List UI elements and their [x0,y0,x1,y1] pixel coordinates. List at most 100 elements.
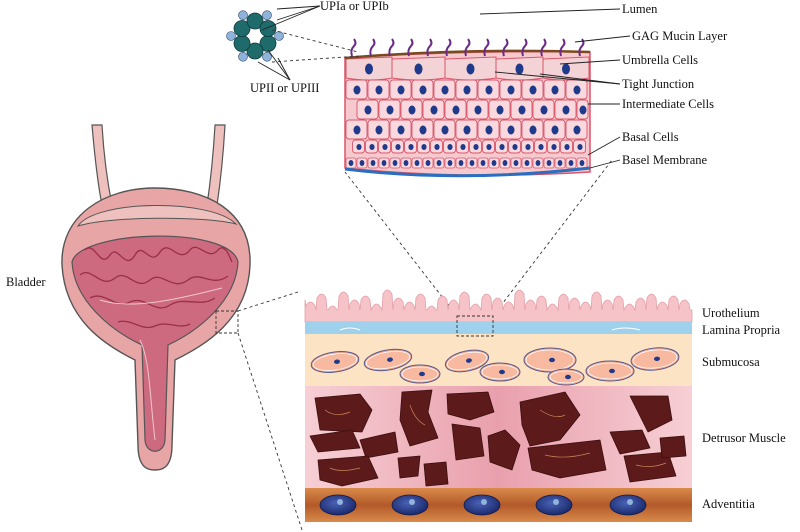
gag-fiber [369,38,376,57]
gag-fiber [407,38,414,57]
gag-fiber [464,38,471,57]
wall-layers [304,289,693,522]
nucleus [485,85,493,95]
uroplakin-large-subunit [246,12,264,30]
muscle-bundle [309,429,361,453]
nucleus [409,499,415,505]
lamina-propria-layer [305,322,692,334]
muscle-bundle [451,423,485,461]
nucleus [546,160,552,166]
muscle-bundle [399,389,439,447]
uroplakin-large-subunit [246,42,264,60]
nucleus [365,63,373,75]
uroplakin-large-subunit [233,35,251,52]
organ-leaders [237,291,303,531]
nucleus [499,144,505,150]
nucleus [463,125,471,135]
nucleus [540,105,548,115]
nucleus [538,144,544,150]
uroplakin-large-subunit [233,20,251,37]
nucleus [573,85,581,95]
label-bladder: Bladder [6,275,46,289]
label-basel-membrane: Basel Membrane [622,153,707,167]
muscle-bundle [423,461,449,487]
muscle-bundle [519,391,581,447]
nucleus [535,160,541,166]
uroplakin-large-subunit [259,20,277,37]
nucleus [573,125,581,135]
nucleus [458,160,464,166]
nucleus [375,85,383,95]
nucleus [414,160,420,166]
nucleus [529,85,537,95]
nucleus [452,105,460,115]
gag-mucin-edge [344,49,591,60]
nucleus [364,105,372,115]
fibroblast-cell [630,347,680,371]
nucleus [408,105,416,115]
fibroblast-cell [523,347,577,373]
nucleus [568,160,574,166]
nucleus [480,160,486,166]
label-basal-cells: Basal Cells [622,130,679,144]
nucleus [414,63,423,75]
muscle-strand [324,409,351,415]
uroplakin-small-subunit [262,10,272,21]
muscle-bundle [527,439,607,479]
gag-fiber [559,38,566,57]
nucleus [525,144,531,150]
gag-mucin-fibers [350,38,585,57]
nucleus [353,85,361,95]
muscle-bundle [623,451,677,483]
nucleus [512,144,518,150]
nucleus [353,125,361,135]
adventitia-cell [463,494,501,516]
nucleus [370,160,376,166]
nucleus [579,105,587,115]
muscle-bundle [314,393,373,433]
nucleus [474,105,482,115]
muscle-bundle [629,395,673,433]
label-gag: GAG Mucin Layer [632,29,728,43]
fibroblast-cell [363,348,413,372]
label-umbrella: Umbrella Cells [622,53,698,67]
bladder-organ-icon [61,124,251,471]
urothelium-layer [304,289,693,323]
muscle-bundle [659,435,687,459]
nucleus [447,144,453,150]
nucleus [359,160,365,166]
nucleus [386,105,394,115]
nucleus [496,105,504,115]
nucleus [502,160,508,166]
label-adventitia: Adventitia [702,497,755,511]
nucleus [369,144,375,150]
nucleus [507,125,515,135]
gag-fiber [350,38,357,57]
nucleus [485,125,493,135]
nucleus [473,144,479,150]
fibroblast-cell [479,362,521,382]
adventitia-cell [609,494,647,516]
uroplakin-small-subunit [262,51,272,62]
nucleus [397,125,405,135]
nucleus [486,144,492,150]
label-lumen: Lumen [622,2,658,16]
nucleus [430,105,438,115]
nucleus [356,144,362,150]
nucleus [491,160,497,166]
nucleus [463,85,471,95]
nucleus [395,144,401,150]
nucleus [551,85,559,95]
adventitia-cell [535,494,573,516]
gag-fiber [502,38,509,57]
muscle-strand [539,409,566,417]
nucleus [434,144,440,150]
fibroblast-cell [399,364,441,384]
nucleus [469,160,475,166]
label-tight-junction: Tight Junction [622,77,695,91]
muscle-strand [635,462,667,467]
fibroblast-cell [310,351,360,373]
nucleus [551,125,559,135]
uroplakin-small-subunit [238,10,248,21]
label-intermediate: Intermediate Cells [622,97,714,111]
